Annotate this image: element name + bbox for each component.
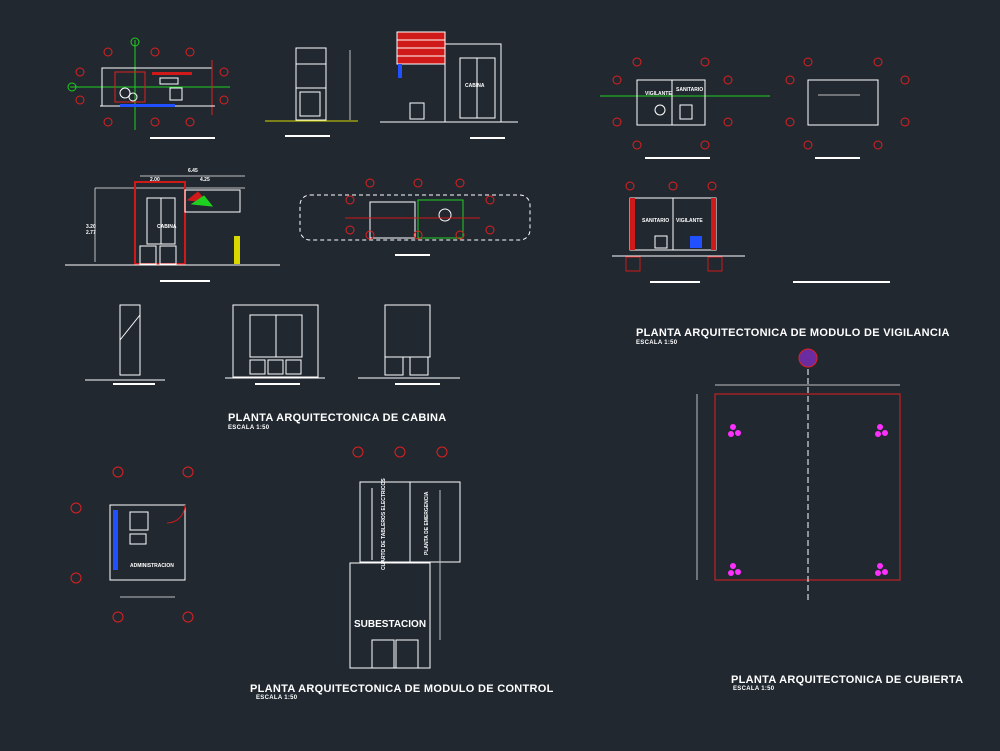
control-axes <box>352 446 448 458</box>
administracion-axes <box>70 466 194 623</box>
label-administracion: ADMINISTRACION <box>130 563 174 569</box>
cabina-plan-axes <box>67 37 229 127</box>
scale-cabina: ESCALA 1:50 <box>228 425 270 431</box>
dim-645: 6.45 <box>188 168 198 174</box>
cabina-plan-center-axes <box>345 178 495 240</box>
title-vigilancia: PLANTA ARQUITECTONICA DE MODULO DE VIGIL… <box>636 327 950 339</box>
dim-425: 4.25 <box>200 177 210 183</box>
title-control: PLANTA ARQUITECTONICA DE MODULO DE CONTR… <box>250 683 554 695</box>
title-cubierta: PLANTA ARQUITECTONICA DE CUBIERTA <box>731 674 964 686</box>
label-vigilante: VIGILANTE <box>645 91 672 97</box>
label-vigilante-section: VIGILANTE <box>676 218 703 224</box>
label-sanitario-section: SANITARIO <box>642 218 669 224</box>
scale-vigilancia: ESCALA 1:50 <box>636 340 678 346</box>
cabina-elevation-brick <box>380 31 518 139</box>
control-plan <box>349 481 461 669</box>
vigilancia-section <box>612 197 890 283</box>
label-planta-emergencia: PLANTA DE EMERGENCIA <box>424 491 430 555</box>
scale-control: ESCALA 1:50 <box>256 695 298 701</box>
dim-320: 3.20 <box>86 224 96 230</box>
label-subestacion: SUBESTACION <box>354 619 426 630</box>
label-sanitario: SANITARIO <box>676 87 703 93</box>
vigilancia-plan-axes <box>612 57 910 150</box>
vigilancia-plan <box>600 79 879 159</box>
cabina-section-small <box>265 47 358 137</box>
title-cabina: PLANTA ARQUITECTONICA DE CABINA <box>228 412 447 424</box>
label-cabina: CABINA <box>157 224 177 230</box>
dim-277: 2.77 <box>86 230 96 236</box>
cabina-elevations-row <box>85 304 460 385</box>
scale-cubierta: ESCALA 1:50 <box>733 686 775 692</box>
label-cabina-elev: CABINA <box>465 83 485 89</box>
administracion-plan <box>109 504 186 598</box>
cabina-plan-center <box>299 194 531 256</box>
cabina-elevation-main <box>65 175 280 282</box>
cubierta-plan <box>696 348 901 600</box>
vigilancia-section-axes <box>625 181 717 191</box>
label-cuarto-tableros: CUARTO DE TABLEROS ELECTRICOS <box>381 478 387 570</box>
dim-200: 2.00 <box>150 177 160 183</box>
cabina-plan-small <box>70 40 230 139</box>
